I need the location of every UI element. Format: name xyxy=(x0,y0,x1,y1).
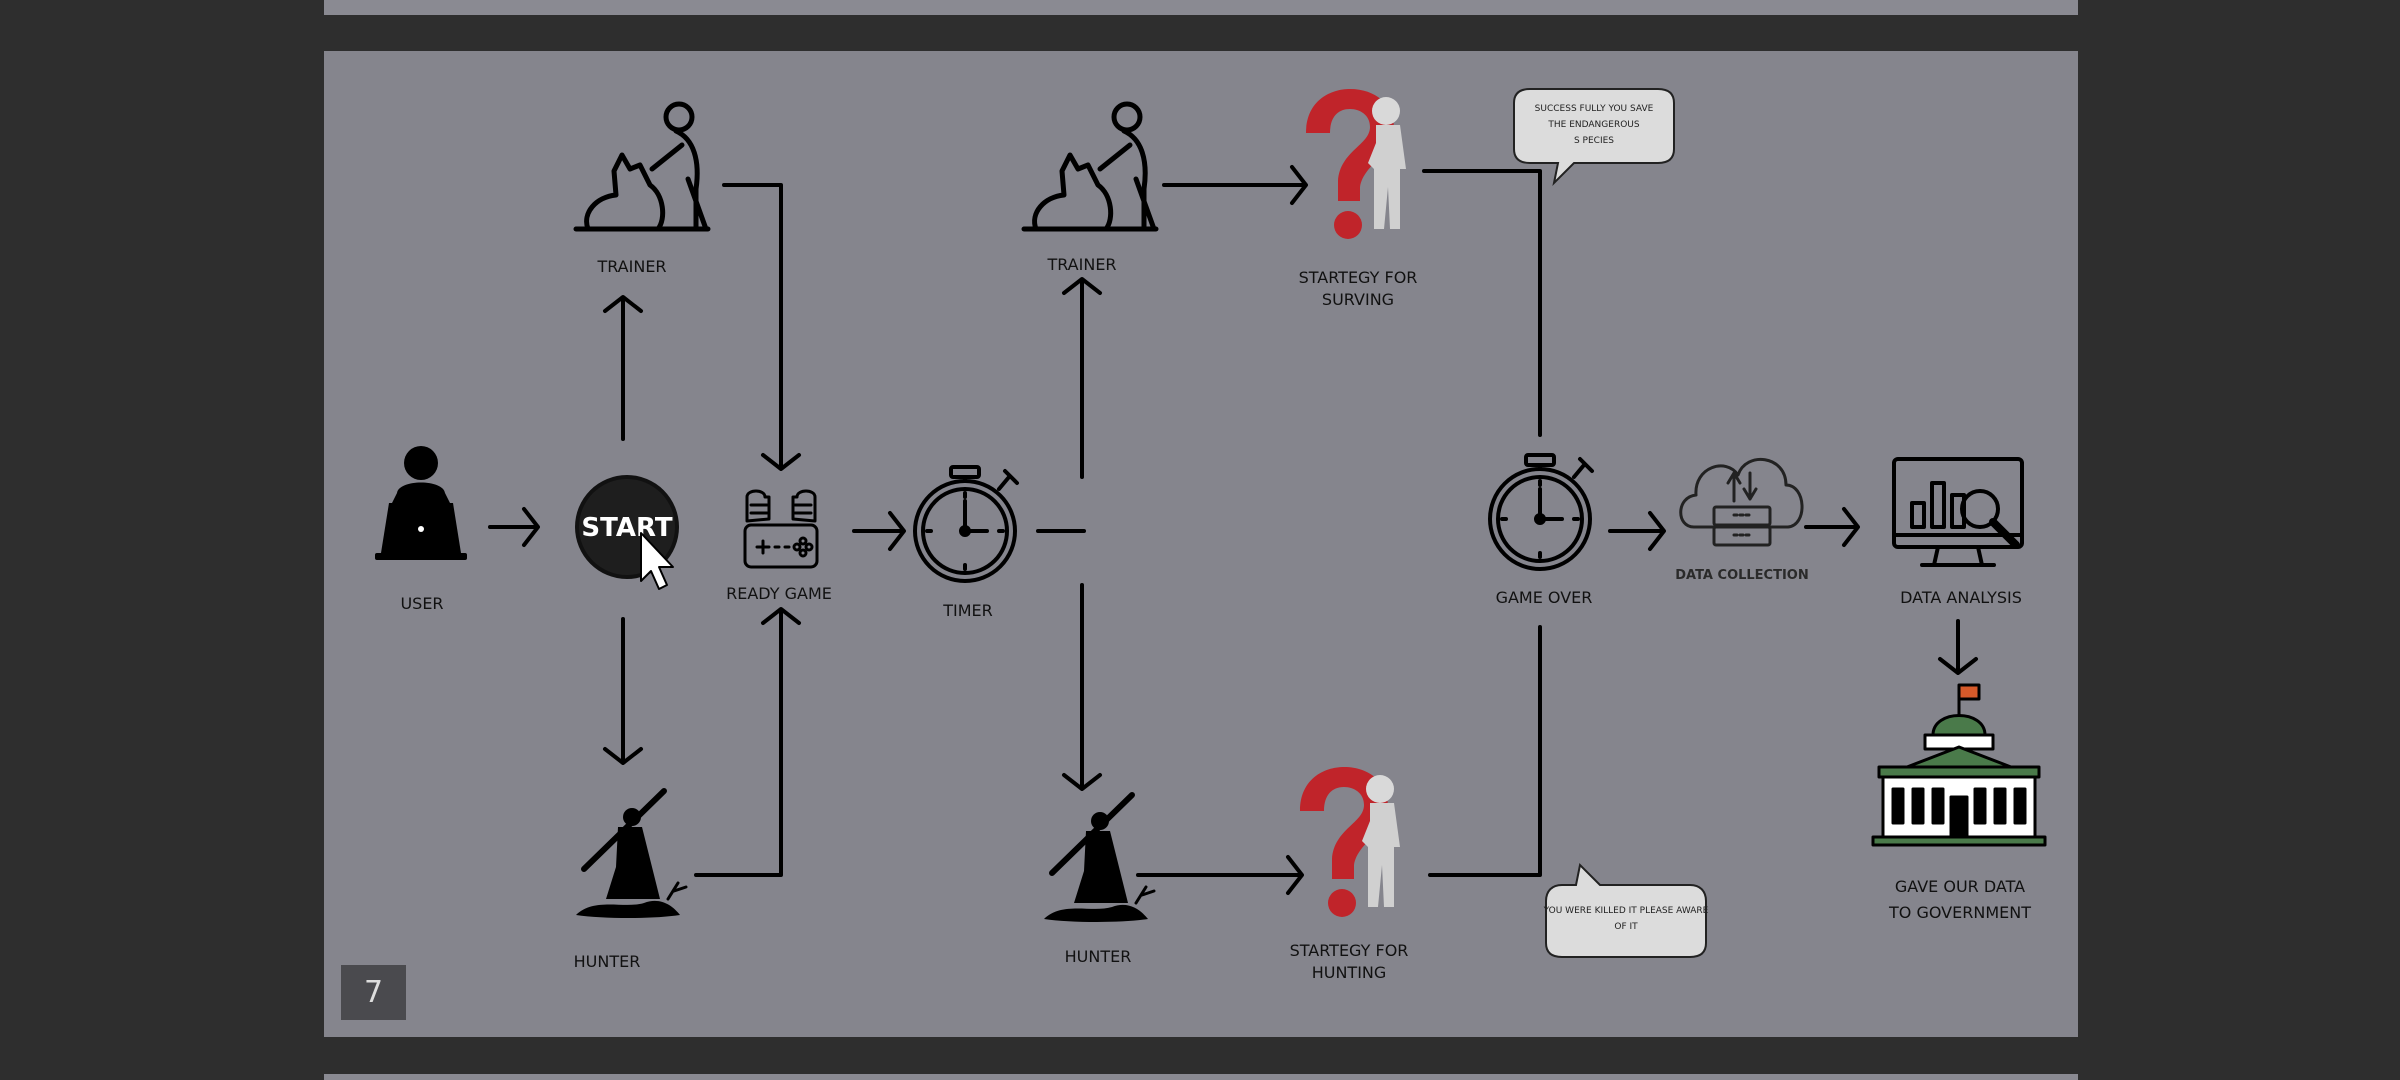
stopwatch-icon xyxy=(913,465,1019,583)
bubble-success-line1: SUCCESS FULLY YOU SAVE xyxy=(1535,104,1654,114)
flow-diagram: START xyxy=(375,88,2047,982)
cloud-database-icon xyxy=(1679,458,1804,547)
stopwatch-icon xyxy=(1488,453,1594,571)
government-building-icon xyxy=(1871,683,2047,847)
bubble-success-line2: THE ENDANGEROUS xyxy=(1547,120,1639,130)
label-timer: TIMER xyxy=(942,601,993,620)
question-mark-icon xyxy=(1300,767,1400,917)
label-strategy-surviving-line1: STARTEGY FOR xyxy=(1299,268,1418,287)
label-data-analysis: DATA ANALYSIS xyxy=(1900,588,2022,607)
monitor-analysis-icon xyxy=(1892,457,2024,567)
bubble-killed-line1: YOU WERE KILLED IT PLEASE AWARE xyxy=(1543,906,1709,916)
label-trainer: TRAINER xyxy=(1046,255,1116,274)
previous-slide-edge xyxy=(324,0,2078,15)
label-user: USER xyxy=(400,594,443,613)
game-controller-icon xyxy=(743,489,819,569)
trainer-dog-icon xyxy=(1024,104,1156,229)
svg-text:START: START xyxy=(581,513,672,543)
start-button-icon: START xyxy=(575,475,679,590)
arrowheads xyxy=(522,165,1978,895)
page-number-badge: 7 xyxy=(341,965,406,1020)
label-government-line1: GAVE OUR DATA xyxy=(1895,877,2025,896)
label-hunter: HUNTER xyxy=(574,952,641,971)
label-strategy-surviving-line2: SURVING xyxy=(1322,290,1394,309)
label-government-line2: TO GOVERNMENT xyxy=(1888,903,2031,922)
bubble-killed-line2: OF IT xyxy=(1614,922,1638,932)
label-strategy-hunting-line1: STARTEGY FOR xyxy=(1290,941,1409,960)
label-strategy-hunting-line2: HUNTING xyxy=(1312,963,1387,982)
label-trainer: TRAINER xyxy=(596,257,666,276)
user-laptop-icon xyxy=(375,446,467,560)
label-hunter: HUNTER xyxy=(1065,947,1132,966)
slide-7[interactable]: START xyxy=(324,51,2078,1037)
cursor-icon xyxy=(640,532,674,590)
label-game-over: GAME OVER xyxy=(1496,588,1593,607)
label-data-collection: DATA COLLECTION xyxy=(1675,568,1809,583)
flow-connectors xyxy=(488,169,1960,877)
trainer-dog-icon xyxy=(576,104,708,229)
question-mark-icon xyxy=(1306,89,1406,239)
bubble-success-line3: S PECIES xyxy=(1574,136,1614,146)
label-ready-game: READY GAME xyxy=(726,584,832,603)
hunter-icon xyxy=(1044,795,1154,922)
next-slide-edge xyxy=(324,1074,2078,1080)
hunter-icon xyxy=(576,791,686,918)
